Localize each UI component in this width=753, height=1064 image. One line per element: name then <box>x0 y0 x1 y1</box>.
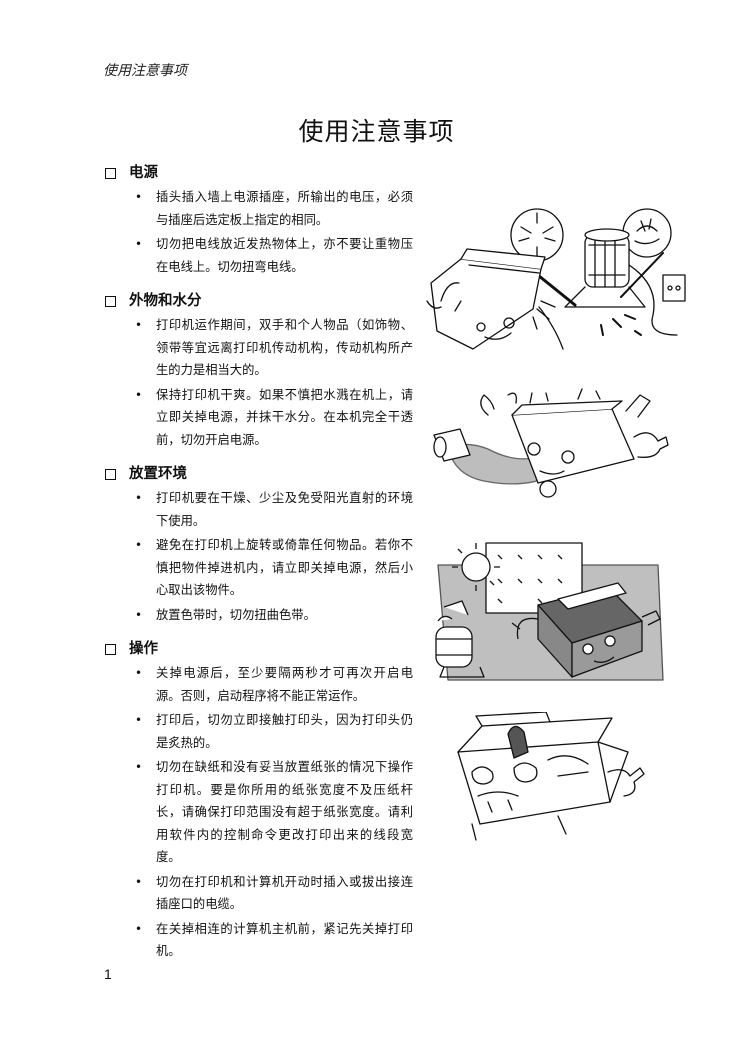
list-item: •插头插入墙上电源插座，所输出的电压，必须与插座后选定板上指定的相同。 <box>103 186 423 231</box>
list-item: •关掉电源后，至少要隔两秒才可再次开启电源。否则，启动程序将不能正常运作。 <box>103 662 423 707</box>
list-item: •避免在打印机上旋转或倚靠任何物品。若你不慎把物件掉进机内，请立即关掉电源，然后… <box>103 534 423 602</box>
bullet-icon: • <box>135 538 143 552</box>
operation-illustration <box>448 712 653 847</box>
list-item: •打印机要在干燥、少尘及免受阳光直射的环境下使用。 <box>103 487 423 532</box>
bullet-icon: • <box>135 387 143 402</box>
section-power: 电源 •插头插入墙上电源插座，所输出的电压，必须与插座后选定板上指定的相同。 •… <box>103 160 423 278</box>
water-spill-illustration <box>428 385 673 500</box>
list-item: •切勿在打印机和计算机开动时插入或拔出接连插座口的电缆。 <box>103 871 423 916</box>
item-list: •插头插入墙上电源插座，所输出的电压，必须与插座后选定板上指定的相同。 •切勿把… <box>103 186 423 278</box>
list-item: •打印后，切勿立即接触打印头，因为打印头仍是炙热的。 <box>103 709 423 754</box>
bullet-icon: • <box>135 607 143 622</box>
checkbox-icon <box>105 469 116 480</box>
page-number: 1 <box>104 966 112 982</box>
environment-illustration <box>428 535 668 685</box>
bullet-icon: • <box>135 874 143 889</box>
bullet-icon: • <box>135 318 143 332</box>
section-heading-text: 外物和水分 <box>129 293 202 309</box>
item-list: •关掉电源后，至少要隔两秒才可再次开启电源。否则，启动程序将不能正常运作。 •打… <box>103 662 423 963</box>
bullet-icon: • <box>135 666 143 680</box>
bullet-icon: • <box>135 921 143 936</box>
list-item: •保持打印机干爽。如果不慎把水溅在机上，请立即关掉电源，并抹干水分。在本机完全干… <box>103 384 423 452</box>
bullet-icon: • <box>135 491 143 505</box>
section-heading: 放置环境 <box>103 461 423 487</box>
section-heading: 操作 <box>103 636 423 662</box>
list-item: •切勿把电线放近发热物体上，亦不要让重物压在电线上。切勿扭弯电线。 <box>103 233 423 278</box>
page-title: 使用注意事项 <box>298 117 455 146</box>
section-foreign-objects: 外物和水分 •打印机运作期间，双手和个人物品（如饰物、领带等宜远离打印机传动机构… <box>103 288 423 451</box>
list-item: •在关掉相连的计算机主机前，紧记先关掉打印机。 <box>103 918 423 963</box>
section-heading-text: 操作 <box>129 641 158 657</box>
item-list: •打印机要在干燥、少尘及免受阳光直射的环境下使用。 •避免在打印机上旋转或倚靠任… <box>103 487 423 626</box>
checkbox-icon <box>105 644 116 655</box>
section-heading: 外物和水分 <box>103 288 423 314</box>
section-operation: 操作 •关掉电源后，至少要隔两秒才可再次开启电源。否则，启动程序将不能正常运作。… <box>103 636 423 963</box>
section-heading: 电源 <box>103 160 423 186</box>
running-header: 使用注意事项 <box>103 63 187 79</box>
power-warning-illustration <box>425 205 690 365</box>
section-heading-text: 放置环境 <box>129 466 187 482</box>
section-heading-text: 电源 <box>129 165 158 181</box>
bullet-icon: • <box>135 190 143 204</box>
checkbox-icon <box>105 168 116 179</box>
bullet-icon: • <box>135 760 143 774</box>
list-item: •放置色带时，切勿扭曲色带。 <box>103 604 423 627</box>
sections: 电源 •插头插入墙上电源插座，所输出的电压，必须与插座后选定板上指定的相同。 •… <box>103 160 423 973</box>
bullet-icon: • <box>135 237 143 251</box>
bullet-icon: • <box>135 713 143 727</box>
section-environment: 放置环境 •打印机要在干燥、少尘及免受阳光直射的环境下使用。 •避免在打印机上旋… <box>103 461 423 626</box>
list-item: •切勿在缺纸和没有妥当放置纸张的情况下操作打印机。要是你所用的纸张宽度不及压纸杆… <box>103 756 423 869</box>
checkbox-icon <box>105 296 116 307</box>
list-item: •打印机运作期间，双手和个人物品（如饰物、领带等宜远离打印机传动机构，传动机构所… <box>103 314 423 382</box>
item-list: •打印机运作期间，双手和个人物品（如饰物、领带等宜远离打印机传动机构，传动机构所… <box>103 314 423 451</box>
